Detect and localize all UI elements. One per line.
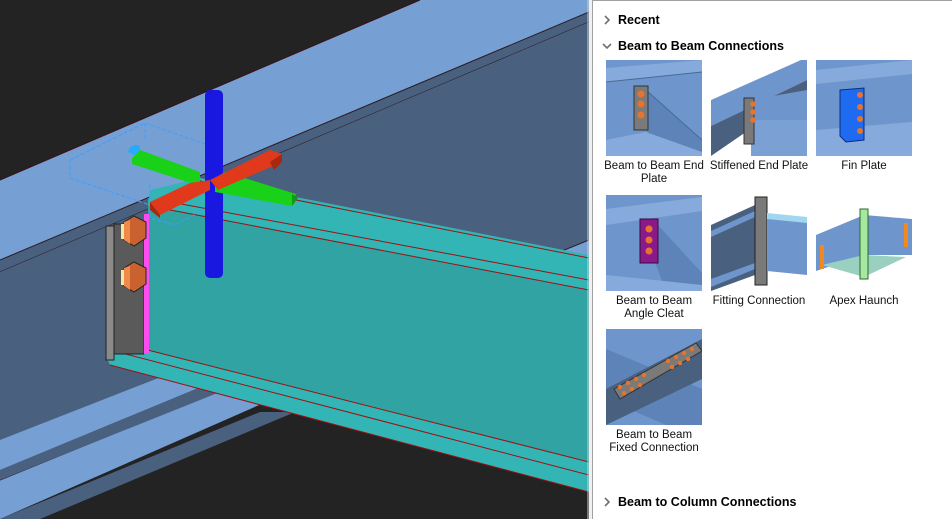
primary-beam-top-flange <box>0 0 589 260</box>
primary-beam-flange-edge <box>0 12 589 272</box>
section-label: Beam to Beam Connections <box>618 39 785 53</box>
section-recent[interactable]: Recent <box>601 11 660 29</box>
stiffened-end-plate-thumb-icon <box>711 60 807 156</box>
connection-tile-label: Beam to Beam End Plate <box>604 160 704 185</box>
connection-tile-angle-cleat[interactable]: Beam to Beam Angle Cleat <box>602 195 706 321</box>
fin-plate-thumb-icon <box>816 60 912 156</box>
3d-viewport[interactable] <box>0 0 589 519</box>
connection-tile-label: Beam to Beam Angle Cleat <box>615 295 693 320</box>
splitter-handle[interactable] <box>589 0 592 519</box>
bolt[interactable] <box>121 215 147 247</box>
connection-tile-label: Stiffened End Plate <box>709 160 809 172</box>
connection-tile-label: Beam to Beam Fixed Connection <box>609 429 699 454</box>
connection-tile-label: Fitting Connection <box>712 295 806 307</box>
gizmo-x-axis-handle[interactable] <box>150 150 282 218</box>
connection-tile-label: Fin Plate <box>841 160 887 172</box>
apex-haunch-thumb-icon <box>816 195 912 291</box>
end-plate-thumb-icon <box>606 60 702 156</box>
section-beam-to-beam[interactable]: Beam to Beam Connections <box>601 37 784 55</box>
secondary-beam-top-flange <box>148 178 589 290</box>
connection-tile-fitting[interactable]: Fitting Connection <box>707 195 811 308</box>
connection-tile-end-plate[interactable]: Beam to Beam End Plate <box>602 60 706 186</box>
bolt[interactable] <box>121 261 147 293</box>
chevron-right-icon <box>604 497 611 507</box>
model-scene[interactable] <box>0 0 589 519</box>
angle-cleat-thumb-icon <box>606 195 702 291</box>
secondary-beam-bottom-flange <box>105 345 589 492</box>
connection-tile-fin-plate[interactable]: Fin Plate <box>812 60 916 173</box>
section-label: Recent <box>618 13 660 27</box>
chevron-right-icon <box>604 15 611 25</box>
end-plate-edge <box>105 225 115 361</box>
connection-tile-stiffened-end-plate[interactable]: Stiffened End Plate <box>707 60 811 173</box>
section-beam-to-column[interactable]: Beam to Column Connections <box>601 493 796 511</box>
fixed-connection-thumb-icon <box>606 329 702 425</box>
fitting-connection-thumb-icon <box>711 195 807 291</box>
connection-tile-apex-haunch[interactable]: Apex Haunch <box>812 195 916 308</box>
connection-tile-fixed[interactable]: Beam to Beam Fixed Connection <box>602 329 706 455</box>
connection-tile-label: Apex Haunch <box>829 295 899 307</box>
section-label: Beam to Column Connections <box>618 495 797 509</box>
connections-panel: Recent Beam to Beam Connections Beam to … <box>592 0 952 519</box>
chevron-down-icon <box>602 43 612 50</box>
